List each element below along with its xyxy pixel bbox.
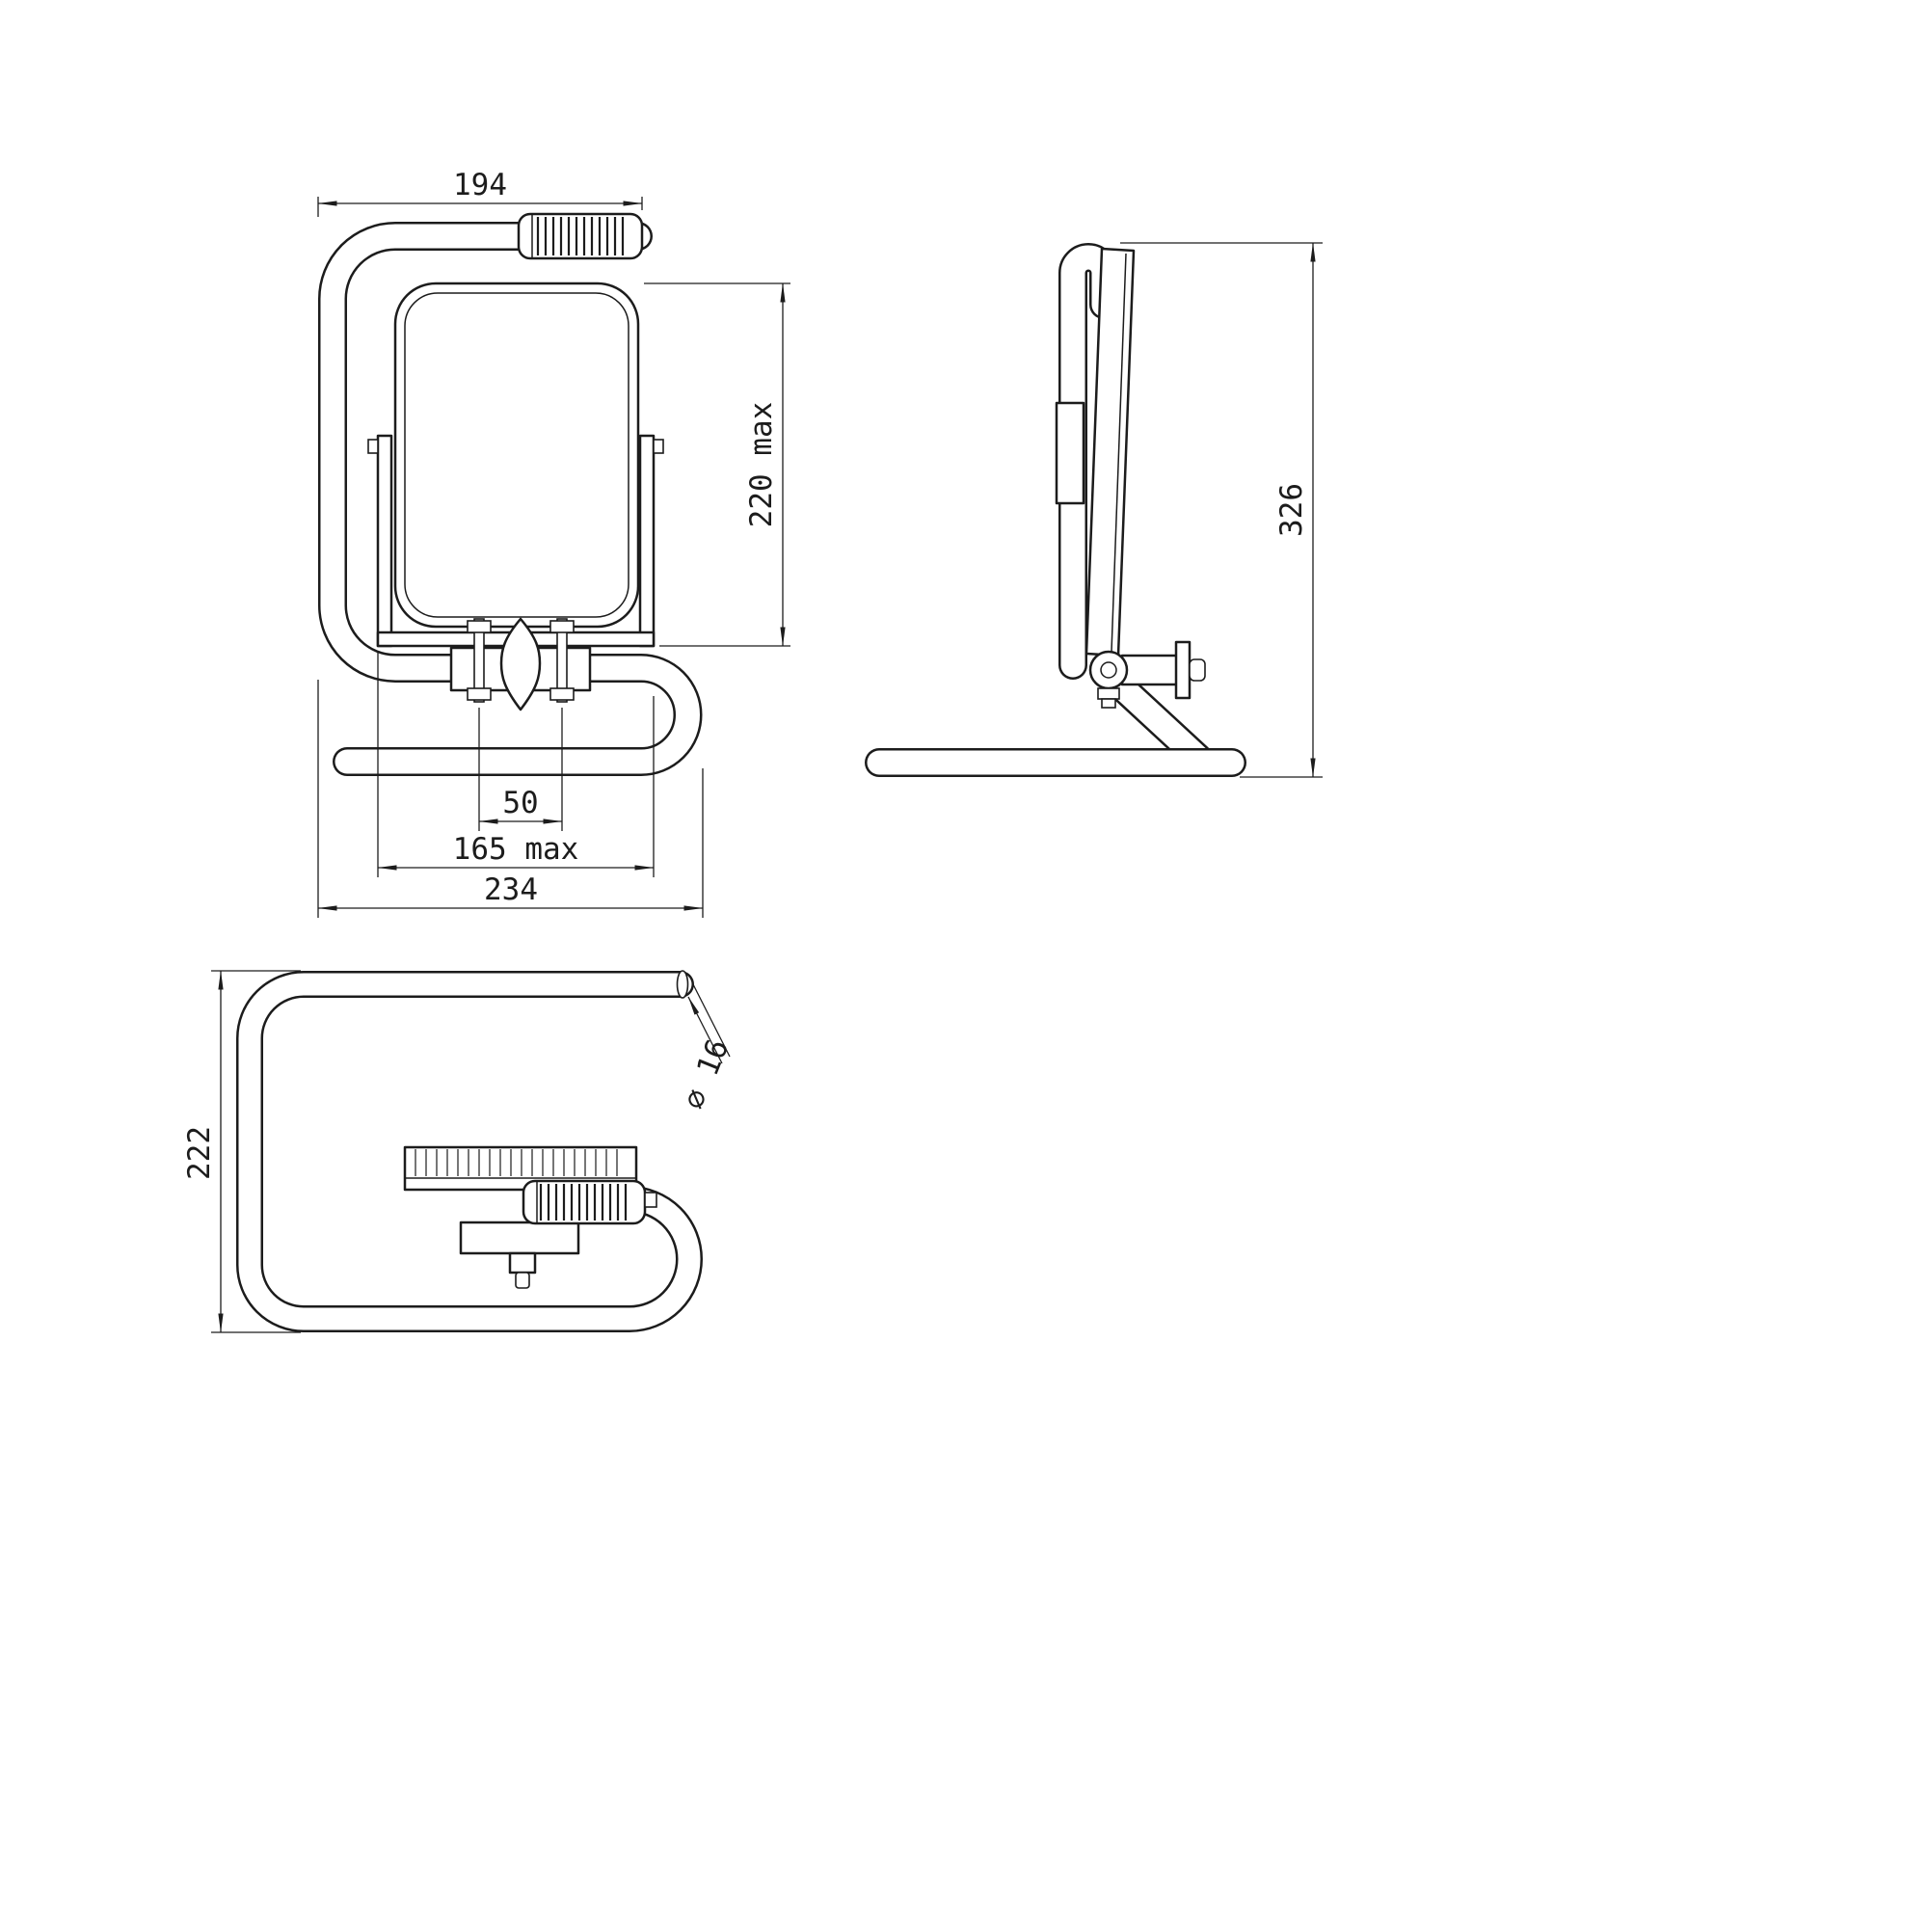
top-clamp-tip xyxy=(515,1272,530,1289)
dim-top-tube-diameter: ⌀ 16 xyxy=(677,983,736,1114)
front-view: 194 220 max 50 165 max 234 xyxy=(317,168,790,918)
front-stand-tube-fill xyxy=(320,224,700,774)
yoke-left-arm xyxy=(376,434,393,648)
dim-label-top-depth: 222 xyxy=(182,1126,217,1180)
top-tube-loop-fill xyxy=(238,973,701,1330)
handle-grip-ribs xyxy=(536,217,625,255)
dim-front-lamp-height: 220 max xyxy=(644,282,790,647)
side-clamp-knob xyxy=(1189,658,1206,682)
yoke-right-arm xyxy=(638,434,656,648)
dim-front-overall-width: 234 xyxy=(317,680,704,918)
pivot-nut-tip xyxy=(1101,698,1116,709)
left-bolt-top-nut xyxy=(467,620,492,633)
dim-label-top-tube-diameter: ⌀ 16 xyxy=(677,1034,736,1114)
dim-top-depth: 222 xyxy=(182,970,301,1333)
lamp-face-bezel xyxy=(404,292,629,618)
dim-label-side-overall-height: 326 xyxy=(1274,483,1309,537)
dim-label-front-handle-width: 194 xyxy=(453,168,507,202)
side-clamp-bar xyxy=(1120,654,1180,686)
dim-front-bracket-width: 165 max xyxy=(377,652,655,877)
lamp-face xyxy=(393,282,640,629)
lamp-panel-glass-line xyxy=(1111,253,1127,653)
top-clamp xyxy=(508,1251,537,1275)
dim-label-front-overall-width: 234 xyxy=(484,872,538,907)
tube-open-end-cap xyxy=(676,970,689,999)
top-bracket xyxy=(459,1221,580,1255)
wing-knob xyxy=(499,617,542,711)
side-view: 326 xyxy=(865,242,1323,778)
side-clamp-end-plate xyxy=(1174,640,1192,700)
grip-end-screw xyxy=(644,1192,657,1208)
right-bolt-top-nut xyxy=(549,620,575,633)
pivot-inner xyxy=(1100,661,1117,679)
dim-front-handle-width: 194 xyxy=(317,168,643,217)
pivot-nut xyxy=(1097,687,1120,700)
dim-label-front-lamp-height: 220 max xyxy=(744,402,779,528)
dim-label-front-bracket-width: 165 max xyxy=(453,832,579,867)
yoke-right-pivot-screw xyxy=(653,439,664,454)
right-bolt-bottom-nut xyxy=(549,687,575,701)
dim-front-bolt-spacing: 50 xyxy=(478,708,563,831)
lamp-housing-fins xyxy=(415,1149,618,1176)
handle-grip-top-ribs xyxy=(539,1184,628,1221)
yoke-left-pivot-screw xyxy=(367,439,379,454)
dim-label-front-bolt-spacing: 50 xyxy=(502,786,538,820)
handle-grip xyxy=(517,212,644,260)
top-view: 222 ⌀ 16 xyxy=(182,970,736,1333)
right-bolt-shaft xyxy=(556,618,568,703)
junction-box xyxy=(1055,401,1085,505)
left-bolt-bottom-nut xyxy=(467,687,492,701)
dim-side-overall-height: 326 xyxy=(1120,242,1323,778)
side-diagonal-tube-fill xyxy=(1096,662,1211,770)
pivot-outer xyxy=(1088,650,1129,690)
left-bolt-shaft xyxy=(473,618,485,703)
